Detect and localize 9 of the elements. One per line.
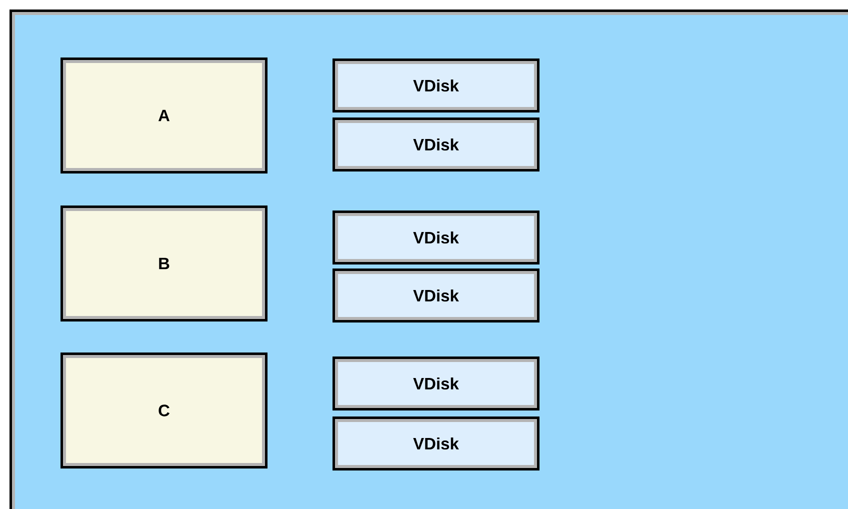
vdisk-box: VDisk	[332, 356, 540, 410]
vdisk-box: VDisk	[332, 268, 540, 322]
server-box: A	[60, 58, 268, 174]
vdisk-box: VDisk	[332, 210, 540, 264]
server-box: B	[60, 206, 268, 322]
vdisk-box: VDisk	[332, 58, 540, 112]
server-box: C	[60, 352, 268, 468]
vdisk-box: VDisk	[332, 118, 540, 172]
vdisk-box: VDisk	[332, 416, 540, 470]
